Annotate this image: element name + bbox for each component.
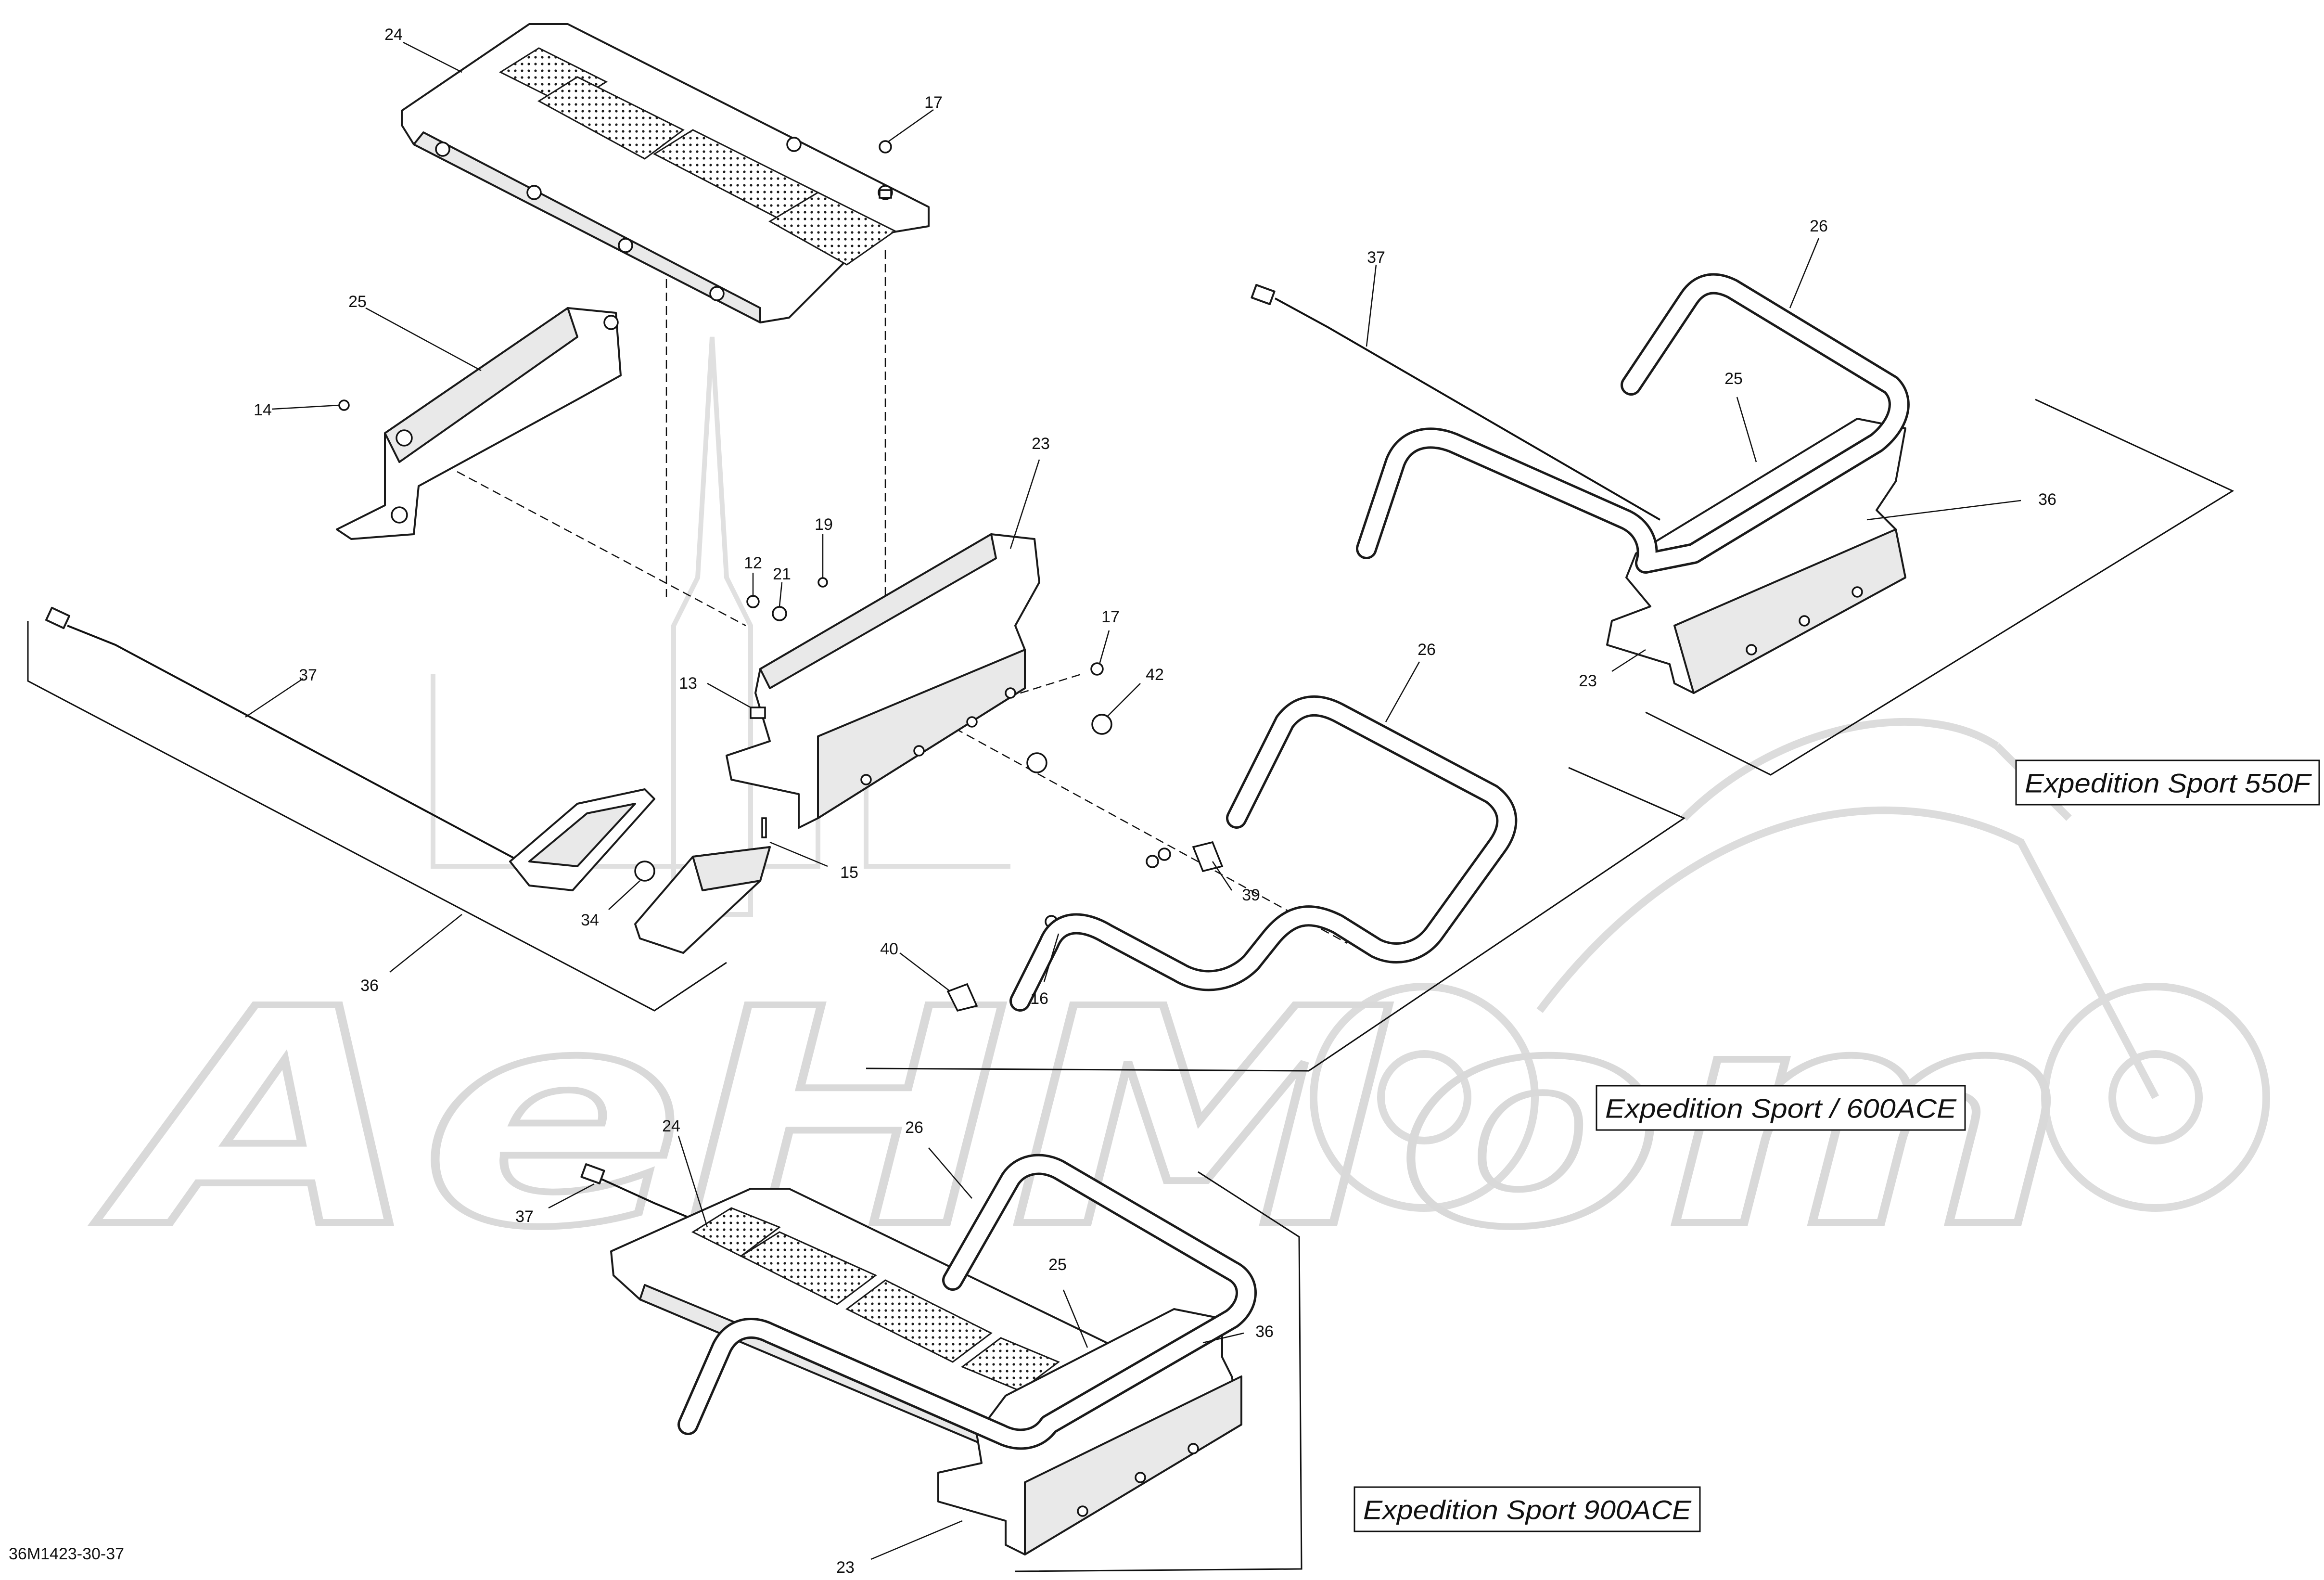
model-labels: Expedition Sport 550F Expedition Sport /…	[1354, 759, 2320, 1532]
callout-26: 26	[1417, 641, 1436, 659]
callout-16: 16	[1030, 989, 1048, 1008]
callout-25: 25	[1048, 1256, 1067, 1274]
model-label-box-600ace	[1596, 1085, 1966, 1131]
callout-23: 23	[1579, 672, 1597, 690]
model-label-550f: Expedition Sport 550F	[2025, 768, 2312, 798]
watermark-motorcycle	[1310, 718, 2270, 1212]
callout-42: 42	[1146, 666, 1164, 684]
callout-21: 21	[773, 565, 791, 583]
callouts: 24 17 25 14 23 19 12 21 17 42 13 37 15 3…	[254, 26, 2056, 1577]
callout-37: 37	[299, 666, 317, 684]
callout-15: 15	[840, 863, 858, 882]
callout-19: 19	[815, 515, 833, 534]
callout-23: 23	[1032, 435, 1050, 453]
callout-37: 37	[515, 1207, 534, 1226]
group-bracket-lines	[27, 398, 2235, 1572]
side-bracket-left	[336, 307, 622, 540]
light-harness-left	[45, 606, 771, 954]
central-base	[726, 533, 1040, 829]
grab-bar-center	[1009, 695, 1518, 1012]
callout-26: 26	[1810, 217, 1828, 235]
callout-12: 12	[744, 554, 762, 572]
assembly-900ace	[580, 1154, 1257, 1555]
callout-40: 40	[880, 940, 898, 958]
callout-36: 36	[2038, 490, 2056, 509]
callout-34: 34	[581, 911, 599, 929]
callout-13: 13	[679, 674, 697, 693]
callout-23: 23	[836, 1558, 855, 1577]
callout-17: 17	[1101, 608, 1120, 626]
watermark-spire-shape	[671, 336, 753, 917]
callout-17: 17	[924, 93, 943, 112]
callout-39: 39	[1242, 886, 1260, 904]
callout-25: 25	[1724, 370, 1743, 388]
callout-37: 37	[1367, 248, 1385, 267]
callout-26: 26	[905, 1118, 923, 1137]
model-label-box-900ace	[1354, 1486, 1701, 1532]
callout-36: 36	[360, 976, 379, 995]
model-label-box-550f	[2015, 759, 2320, 806]
assembly-550f	[1251, 273, 1910, 694]
callout-24: 24	[662, 1117, 680, 1135]
callout-36: 36	[1255, 1323, 1274, 1341]
footrest-plate-top	[401, 23, 930, 323]
model-label-900ace: Expedition Sport 900ACE	[1363, 1495, 1692, 1525]
callout-14: 14	[254, 401, 272, 419]
callout-24: 24	[384, 26, 403, 44]
callout-25: 25	[348, 293, 367, 311]
drawing-code: 36M1423-30-37	[9, 1545, 124, 1563]
leader-lines	[245, 41, 2021, 1560]
model-label-600ace: Expedition Sport / 600ACE	[1605, 1093, 1957, 1124]
